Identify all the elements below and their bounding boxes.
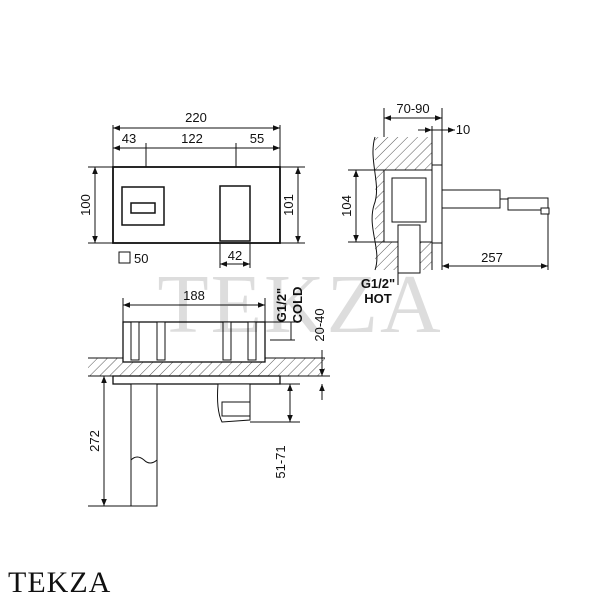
- top-pipe-break: [130, 456, 158, 464]
- top-long-pipe: [130, 383, 158, 507]
- label-cold-thread: G1/2": [274, 288, 289, 322]
- top-cover-plate: [112, 375, 281, 385]
- label-width-total: 220: [185, 110, 207, 125]
- label-center-span: 122: [181, 131, 203, 146]
- side-view-labels: 70-90 10 104 257 G1/2" HOT: [339, 101, 503, 306]
- label-spout-depth: 51-71: [273, 445, 288, 478]
- front-plate-outline: [112, 166, 281, 244]
- label-depth-range: 20-40: [312, 308, 327, 341]
- front-view-labels: 220 43 122 55 100 101 50 42: [78, 110, 296, 266]
- label-spout-reach: 257: [481, 250, 503, 265]
- side-spout-tip: [540, 207, 550, 215]
- label-side-height: 104: [339, 195, 354, 217]
- label-height-right: 101: [281, 194, 296, 216]
- label-top-width: 188: [183, 288, 205, 303]
- side-spout-handle: [441, 189, 501, 209]
- top-box-bump-3: [222, 321, 232, 361]
- square-symbol-icon: [118, 251, 131, 264]
- brand-logo: TEKZA: [8, 566, 112, 599]
- side-lower-pipe: [397, 224, 421, 274]
- label-square-size: 50: [134, 251, 148, 266]
- label-height-left: 100: [78, 194, 93, 216]
- top-view-labels: 188 G1/2" COLD 20-40 272 51-71: [87, 287, 327, 479]
- label-total-height: 272: [87, 430, 102, 452]
- label-slot-width: 42: [228, 248, 242, 263]
- label-hot-thread: G1/2": [361, 276, 395, 291]
- label-left-offset: 43: [122, 131, 136, 146]
- top-nozzle-cap: [221, 401, 251, 417]
- label-right-offset: 55: [250, 131, 264, 146]
- side-spout: [507, 197, 549, 211]
- top-box-bump-1: [130, 321, 140, 361]
- side-inner-body: [391, 177, 427, 223]
- front-spout-slot: [219, 185, 251, 242]
- label-plate-thickness: 10: [456, 122, 470, 137]
- top-box-body: [122, 321, 266, 363]
- label-hot: HOT: [364, 291, 392, 306]
- watermark-text: TEKZA: [157, 258, 442, 351]
- side-plate: [431, 164, 443, 244]
- label-wall-depth: 70-90: [396, 101, 429, 116]
- top-view: [88, 298, 330, 507]
- top-box-bump-4: [247, 321, 257, 361]
- front-view: [88, 125, 305, 268]
- wall-break-line: [371, 136, 378, 271]
- label-cold: COLD: [290, 287, 305, 324]
- side-view: [348, 108, 550, 285]
- front-square-knob: [121, 186, 165, 226]
- front-knob-handle: [130, 202, 156, 214]
- top-box-bump-2: [156, 321, 166, 361]
